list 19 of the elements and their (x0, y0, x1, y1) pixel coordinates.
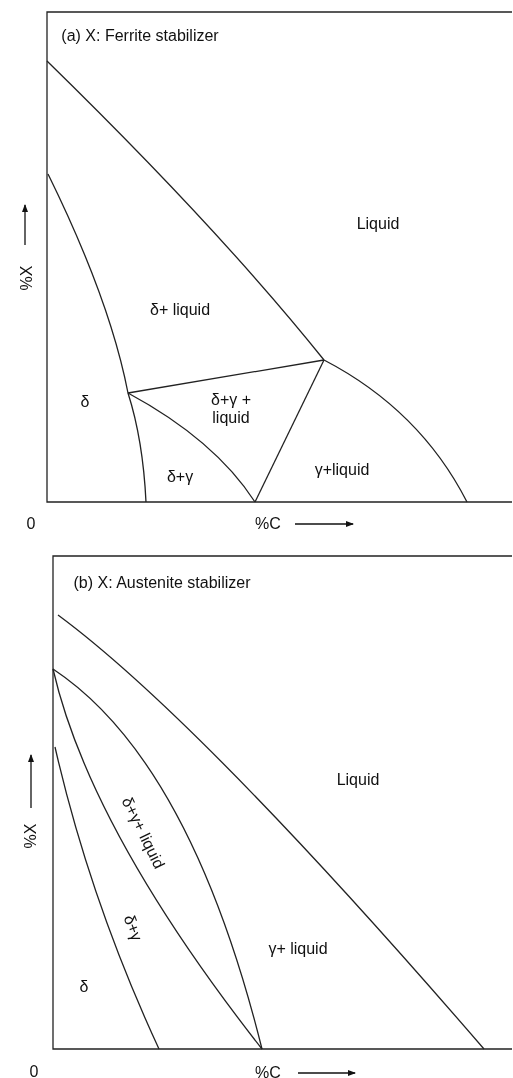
axis-label: %C (255, 1064, 281, 1078)
region-label: Liquid (336, 771, 380, 789)
axis-label: %C (255, 515, 281, 533)
axis-label: %X (18, 265, 36, 291)
region-label: δ (80, 393, 90, 411)
region-label: δ+γ + liquid (209, 391, 252, 427)
origin-label: 0 (26, 515, 36, 533)
region-label: γ+liquid (314, 461, 370, 479)
panel-title: (a) X: Ferrite stabilizer (61, 27, 219, 45)
axis-label: %X (22, 823, 40, 849)
region-label: δ+ liquid (149, 301, 211, 319)
region-label: γ+ liquid (268, 940, 328, 958)
region-label: δ+γ+ liquid (118, 794, 168, 872)
region-label: Liquid (356, 215, 400, 233)
region-label: δ (79, 978, 89, 996)
origin-label: 0 (29, 1063, 39, 1078)
panel-title: (b) X: Austenite stabilizer (73, 574, 251, 592)
region-label: δ+γ (166, 468, 194, 486)
region-label: δ+γ (120, 912, 146, 944)
